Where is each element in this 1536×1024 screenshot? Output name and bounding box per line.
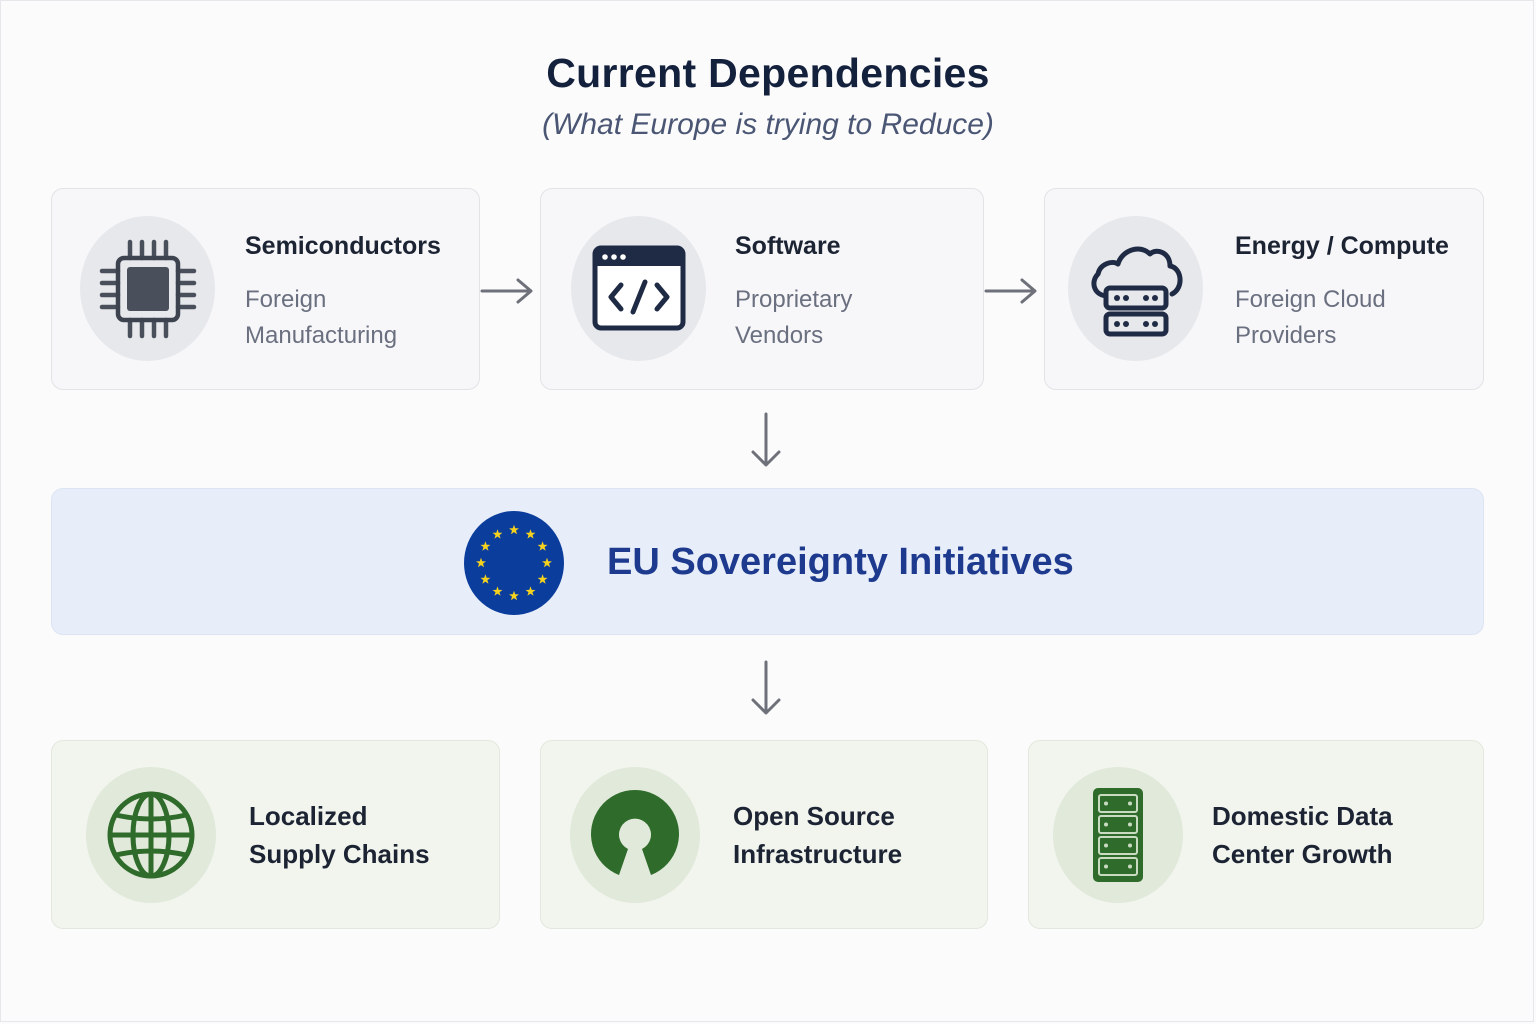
- right-arrow-icon: [984, 278, 1037, 304]
- down-arrow-icon: [751, 660, 781, 715]
- diagram-subtitle: (What Europe is trying to Reduce): [542, 108, 994, 141]
- chip-icon-circle: [80, 216, 215, 361]
- eu-star-icon: [525, 529, 536, 539]
- eu-star-icon: [542, 557, 552, 568]
- right-arrow-icon: [480, 278, 533, 304]
- code-window-icon: [592, 245, 685, 330]
- code-window-icon-circle: [571, 216, 706, 361]
- eu-star-icon: [537, 574, 548, 584]
- card-title: Software: [735, 232, 841, 260]
- cloud-server-icon-circle: [1068, 216, 1203, 361]
- eu-star-icon: [480, 541, 491, 551]
- eu-star-icon: [480, 574, 491, 584]
- eu-star-icon: [492, 586, 503, 596]
- eu-star-icon: [509, 524, 519, 535]
- eu-star-icon: [537, 541, 548, 551]
- eu-star-icon: [509, 590, 519, 601]
- eu-sovereignty-banner: EU Sovereignty Initiatives: [51, 488, 1484, 635]
- eu-star-icon: [476, 557, 486, 568]
- chip-icon: [99, 239, 196, 338]
- banner-title: EU Sovereignty Initiatives: [607, 541, 1074, 583]
- globe-icon-circle: [86, 767, 216, 903]
- eu-star-icon: [525, 586, 536, 596]
- eu-flag-icon: [464, 511, 564, 615]
- server-rack-icon: [1093, 788, 1143, 882]
- card-title: Energy / Compute: [1235, 232, 1449, 260]
- open-source-icon-circle: [570, 767, 700, 903]
- diagram-title: Current Dependencies: [546, 50, 990, 96]
- down-arrow-icon: [751, 412, 781, 467]
- eu-star-icon: [492, 529, 503, 539]
- card-title: Semiconductors: [245, 232, 441, 260]
- open-source-icon: [591, 790, 679, 875]
- cloud-server-icon: [1090, 246, 1182, 336]
- globe-icon: [107, 791, 195, 879]
- server-rack-icon-circle: [1053, 767, 1183, 903]
